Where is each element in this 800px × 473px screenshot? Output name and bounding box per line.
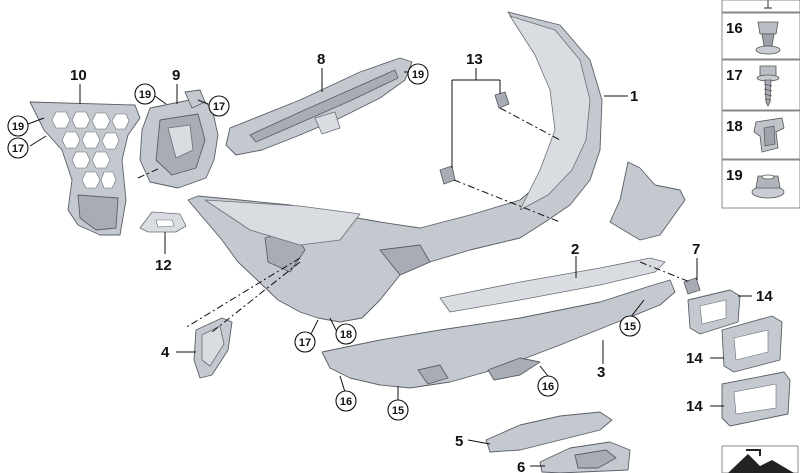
part-7-clip [683,277,701,295]
svg-text:15: 15 [624,321,636,333]
callout-12: 12 [155,257,172,274]
part-2-trim-strip [439,257,666,313]
part-13-clips [439,91,510,185]
svg-text:19: 19 [726,167,743,184]
circled-19-c: 19 [7,115,29,137]
svg-text:19: 19 [412,69,424,81]
callout-3: 3 [597,364,605,381]
part-10-bracket [29,101,141,236]
circled-16-a: 16 [537,375,559,397]
circled-19-a: 19 [407,63,429,85]
circled-17-c: 17 [294,331,316,353]
part-14-bracket-c [721,371,791,427]
callout-labels: 1 2 3 4 5 6 7 8 9 10 12 13 14 14 14 [70,51,773,473]
part-8-carrier [225,57,413,156]
callout-7: 7 [692,241,700,258]
part-right-panel [609,161,686,241]
circled-18: 18 [335,323,357,345]
callout-14c: 14 [686,398,703,415]
svg-text:17: 17 [12,143,24,155]
part-6-exhaust-tip [539,441,631,473]
callout-8: 8 [317,51,325,68]
callout-2: 2 [571,241,579,258]
callout-14b: 14 [686,350,703,367]
leader-lines [27,68,752,467]
svg-text:17: 17 [213,101,225,113]
callout-6: 6 [517,459,525,473]
legend-16: 16 [721,12,800,60]
svg-text:17: 17 [726,67,743,84]
circled-16-b: 16 [335,390,357,412]
callout-5: 5 [455,433,463,450]
svg-text:19: 19 [12,121,24,133]
clip-nut-icon [755,21,781,55]
part-5-bracket [485,411,613,453]
callout-10: 10 [70,67,87,84]
spring-nut-icon [753,117,785,153]
circled-callouts: 19 19 17 17 19 19 18 17 [7,63,641,421]
svg-text:18: 18 [340,329,352,341]
circled-19-b: 19 [134,83,156,105]
assembly-lines [137,107,691,333]
part-4-reflector [193,317,233,379]
navigation-icon[interactable] [721,445,799,473]
circled-15-b: 15 [387,399,409,421]
part-3-diffuser [321,279,676,389]
screw-icon [756,65,780,107]
callout-13: 13 [466,51,483,68]
callout-1: 1 [630,88,638,105]
part-9-bracket [139,89,219,189]
part-1-bumper-cover [187,11,603,323]
part-14-bracket-a [687,289,741,335]
svg-text:18: 18 [726,118,743,135]
svg-text:16: 16 [340,396,352,408]
callout-9: 9 [172,67,180,84]
svg-text:16: 16 [542,381,554,393]
part-14-bracket-b [721,315,783,373]
fastener-legend: 16 17 18 [721,0,800,209]
svg-text:15: 15 [392,405,404,417]
svg-text:19: 19 [139,89,151,101]
part-12-plate [139,211,187,233]
callout-14a: 14 [756,288,773,305]
callout-4: 4 [161,344,170,361]
svg-text:17: 17 [299,337,311,349]
legend-17: 17 [721,59,800,111]
circled-17-a: 17 [208,95,230,117]
circled-17-b: 17 [7,137,29,159]
legend-18: 18 [721,110,800,160]
svg-text:16: 16 [726,20,743,37]
circled-15-a: 15 [619,315,641,337]
flange-nut-icon [751,174,785,199]
legend-19: 19 [721,159,800,209]
